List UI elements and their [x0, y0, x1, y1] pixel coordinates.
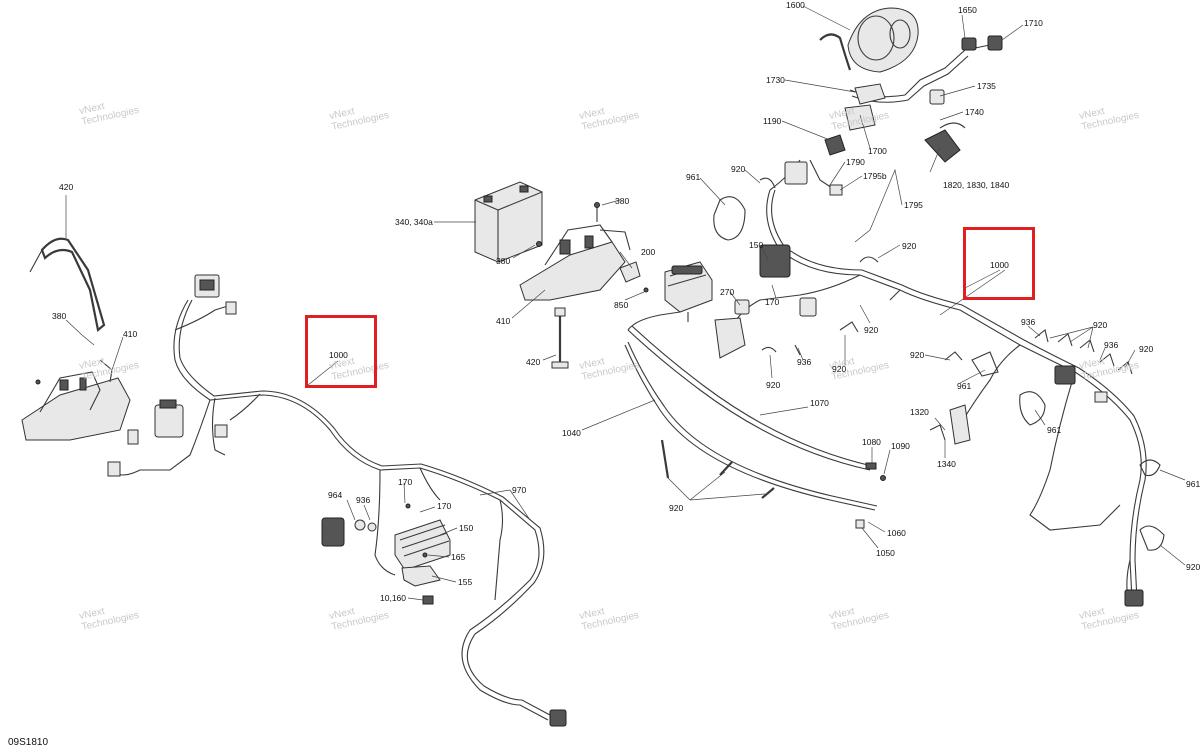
callout-1650: 1650: [958, 5, 977, 15]
leader-lines: [65, 5, 1186, 601]
callout-1790: 1790: [846, 157, 865, 167]
callout-170: 170: [398, 477, 413, 487]
callout-150: 150: [459, 523, 474, 533]
callout-961: 961: [1186, 479, 1200, 489]
callout-936: 936: [1021, 317, 1036, 327]
callout-1320: 1320: [910, 407, 929, 417]
harness-1000-left: [111, 299, 551, 721]
sensor-200: [619, 261, 649, 293]
callout-420: 420: [59, 182, 74, 192]
handlebar-harness: [824, 35, 1003, 163]
callout-420: 420: [526, 357, 541, 367]
rod-420: [551, 307, 569, 369]
callout-850: 850: [614, 300, 629, 310]
callout-1700: 1700: [868, 146, 887, 156]
callout-170: 170: [437, 501, 452, 511]
callout-1795b: 1795b: [863, 171, 887, 181]
callout-920: 920: [731, 164, 746, 174]
callout-340-340a: 340, 340a: [395, 217, 433, 227]
callout-1730: 1730: [766, 75, 785, 85]
callout-964: 964: [328, 490, 343, 500]
callout-200: 200: [641, 247, 656, 257]
callout-410: 410: [496, 316, 511, 326]
callout-1070: 1070: [810, 398, 829, 408]
callout-920: 920: [902, 241, 917, 251]
fuse-box: [664, 261, 713, 322]
mounting-plate-410-left: [21, 359, 131, 441]
callout-961: 961: [1047, 425, 1062, 435]
callout-920: 920: [1093, 320, 1108, 330]
figure-code: 09S1810: [8, 737, 49, 748]
callout-961: 961: [686, 172, 701, 182]
callout-1820-1830-1840: 1820, 1830, 1840: [943, 180, 1010, 190]
clips-920-961: [713, 177, 1165, 551]
callout-920: 920: [1186, 562, 1200, 572]
callout-936: 936: [356, 495, 371, 505]
callout-1600: 1600: [786, 0, 805, 10]
gauge-cluster-1600: [819, 7, 919, 73]
callout-936: 936: [797, 357, 812, 367]
callout-1190: 1190: [763, 116, 782, 126]
callout-150: 150: [749, 240, 764, 250]
callout-920: 920: [832, 364, 847, 374]
battery-tray-410: [519, 202, 631, 301]
callout-1050: 1050: [876, 548, 895, 558]
rods-920: [660, 439, 775, 499]
callout-1040: 1040: [562, 428, 581, 438]
callout-920: 920: [910, 350, 925, 360]
callout-1710: 1710: [1024, 18, 1043, 28]
callout-410: 410: [123, 329, 138, 339]
callout-961: 961: [957, 381, 972, 391]
callout-920: 920: [669, 503, 684, 513]
highlight-box-1000-right: [963, 227, 1035, 300]
callout-1060: 1060: [887, 528, 906, 538]
callout-1000: 1000: [329, 350, 348, 360]
callout-155: 155: [458, 577, 473, 587]
callout-1080: 1080: [862, 437, 881, 447]
modules-150-155-left: [321, 503, 451, 605]
callout-270: 270: [720, 287, 735, 297]
callout-920: 920: [864, 325, 879, 335]
bracket-420-part: [29, 237, 106, 333]
callout-165: 165: [451, 552, 466, 562]
callout-1735: 1735: [977, 81, 996, 91]
callout-1000: 1000: [990, 260, 1009, 270]
callout-936: 936: [1104, 340, 1119, 350]
battery-340-part: [474, 181, 543, 263]
callout-1090: 1090: [891, 441, 910, 451]
callout-970: 970: [512, 485, 527, 495]
callout-1340: 1340: [937, 459, 956, 469]
callout-380: 380: [615, 196, 630, 206]
highlight-box-1000-left: [305, 315, 377, 388]
callout-10-160: 10,160: [380, 593, 406, 603]
callout-380: 380: [52, 311, 67, 321]
callout-380: 380: [496, 256, 511, 266]
callout-1740: 1740: [965, 107, 984, 117]
callout-170: 170: [765, 297, 780, 307]
callout-920: 920: [1139, 344, 1154, 354]
callout-1795: 1795: [904, 200, 923, 210]
callout-920: 920: [766, 380, 781, 390]
connectors-left: [107, 274, 567, 727]
cables-1040-1070: [624, 311, 886, 529]
